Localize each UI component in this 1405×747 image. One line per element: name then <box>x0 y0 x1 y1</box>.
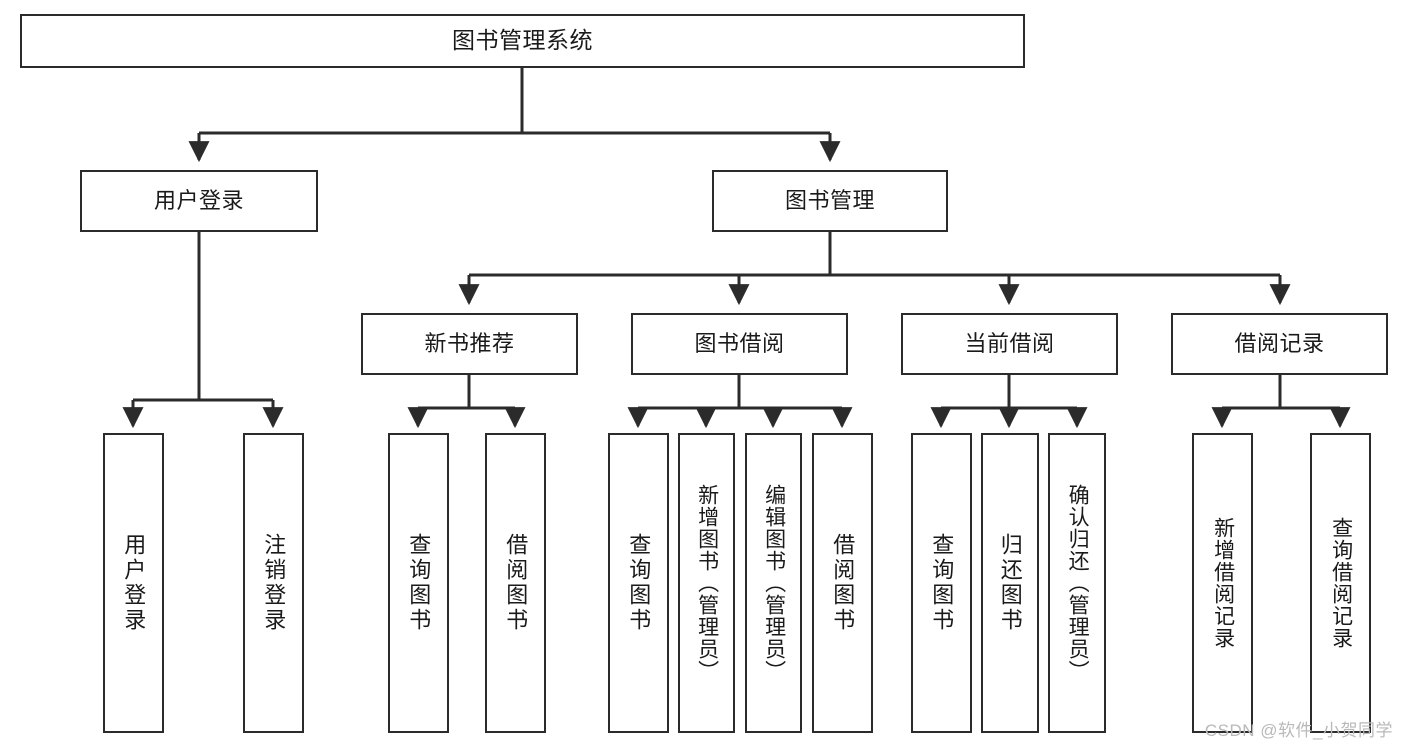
node-book-borrow[interactable]: 图书借阅 <box>631 313 848 375</box>
leaf-current-borrow-confirm-return-admin[interactable]: 确认归还（管理员） <box>1048 433 1106 733</box>
node-borrow-record-label: 借阅记录 <box>1234 330 1325 356</box>
leaf-label: 借阅图书 <box>830 533 856 633</box>
leaf-user-login-logout[interactable]: 注销登录 <box>243 433 304 733</box>
node-user-login[interactable]: 用户登录 <box>80 170 318 232</box>
node-book-management[interactable]: 图书管理 <box>712 170 948 232</box>
leaf-borrow-record-query-record[interactable]: 查询借阅记录 <box>1310 433 1371 733</box>
leaf-label: 归还图书 <box>997 533 1023 633</box>
leaf-label: 借阅图书 <box>503 533 529 633</box>
leaf-label: 查询图书 <box>929 533 955 633</box>
node-new-book-recommend-label: 新书推荐 <box>424 330 515 356</box>
node-root-book-management-system[interactable]: 图书管理系统 <box>20 14 1025 68</box>
node-current-borrow-label: 当前借阅 <box>964 330 1055 356</box>
leaf-label: 用户登录 <box>121 533 147 633</box>
node-book-borrow-label: 图书借阅 <box>694 330 785 356</box>
leaf-new-book-query-book[interactable]: 查询图书 <box>388 433 449 733</box>
node-new-book-recommend[interactable]: 新书推荐 <box>361 313 578 375</box>
node-user-login-label: 用户登录 <box>153 187 244 213</box>
leaf-book-borrow-add-book-admin[interactable]: 新增图书（管理员） <box>678 433 735 733</box>
leaf-current-borrow-query-book[interactable]: 查询图书 <box>911 433 972 733</box>
leaf-current-borrow-return-book[interactable]: 归还图书 <box>981 433 1039 733</box>
leaf-book-borrow-query-book[interactable]: 查询图书 <box>608 433 669 733</box>
leaf-label: 编辑图书（管理员） <box>762 484 786 682</box>
leaf-book-borrow-borrow-book[interactable]: 借阅图书 <box>812 433 873 733</box>
node-book-management-label: 图书管理 <box>784 187 875 213</box>
leaf-user-login-login[interactable]: 用户登录 <box>103 433 164 733</box>
leaf-label: 新增图书（管理员） <box>695 484 719 682</box>
leaf-book-borrow-edit-book-admin[interactable]: 编辑图书（管理员） <box>745 433 802 733</box>
leaf-label: 查询借阅记录 <box>1329 517 1353 649</box>
node-root-label: 图书管理系统 <box>452 27 593 54</box>
leaf-label: 查询图书 <box>626 533 652 633</box>
leaf-label: 新增借阅记录 <box>1211 517 1235 649</box>
leaf-label: 注销登录 <box>261 533 287 633</box>
csdn-watermark: CSDN @软件_小贺同学 <box>1204 721 1393 740</box>
leaf-label: 确认归还（管理员） <box>1066 484 1090 682</box>
leaf-label: 查询图书 <box>406 533 432 633</box>
leaf-new-book-borrow-book[interactable]: 借阅图书 <box>485 433 546 733</box>
node-current-borrow[interactable]: 当前借阅 <box>901 313 1118 375</box>
node-borrow-record[interactable]: 借阅记录 <box>1171 313 1388 375</box>
leaf-borrow-record-add-record[interactable]: 新增借阅记录 <box>1192 433 1253 733</box>
